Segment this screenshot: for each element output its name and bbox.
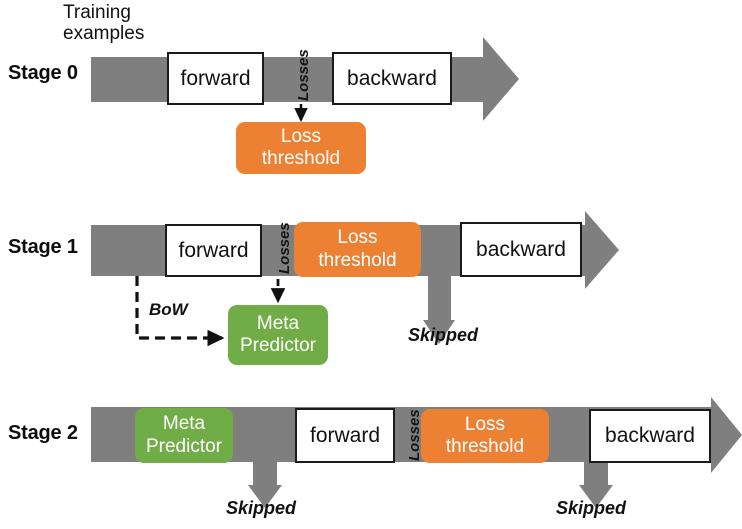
stage-0-forward-box[interactable]: forward — [167, 52, 264, 105]
stage-0-pipeline-arrowhead — [483, 37, 519, 121]
stage-2-pipeline-arrowhead — [711, 397, 742, 473]
stage-1-label: Stage 1 — [8, 236, 78, 258]
stage-2-skipped-label-2: Skipped — [556, 498, 627, 518]
stage-2-loss-threshold-line2: threshold — [445, 436, 525, 457]
training-examples-caption: Training examples — [63, 2, 145, 45]
stage-0-losses-label: Losses — [295, 49, 312, 101]
stage-2-skipped-label-1: Skipped — [226, 498, 297, 518]
stage-0-forward-label: forward — [180, 66, 251, 90]
stage-1-meta-predictor-box[interactable]: Meta Predictor — [228, 305, 328, 365]
stage-0-label: Stage 0 — [8, 62, 78, 84]
stage-2-meta-predictor-line2: Predictor — [145, 435, 223, 457]
stage-1-skipped-label: Skipped — [408, 325, 479, 345]
stage-0-backward-label: backward — [347, 66, 437, 90]
stage-0-loss-threshold-line1: Loss — [280, 125, 322, 147]
stage-0-loss-threshold-box[interactable]: Loss threshold — [236, 122, 366, 174]
stage-1-backward-label: backward — [476, 237, 566, 261]
stage-1-meta-predictor-line2: Predictor — [239, 335, 317, 356]
stage-1-pipeline-arrowhead — [585, 211, 619, 289]
stage-2-loss-threshold-box[interactable]: Loss threshold — [421, 409, 549, 463]
stage-1-losses-label: Losses — [276, 222, 293, 274]
stage-1-forward-label: forward — [178, 238, 249, 262]
stage-1-skipped-arrow-shaft — [428, 252, 451, 324]
stage-2-meta-predictor-line1: Meta — [162, 413, 206, 435]
stage-1-backward-box[interactable]: backward — [460, 222, 582, 277]
stage-2-meta-predictor-box[interactable]: Meta Predictor — [135, 408, 233, 463]
stage-2-skipped-arrow-1-shaft — [253, 437, 277, 490]
stage-0-loss-threshold-line2: threshold — [261, 148, 341, 169]
stage-2-backward-box[interactable]: backward — [589, 409, 711, 463]
stage-2-forward-box[interactable]: forward — [295, 408, 395, 463]
stage-1-loss-threshold-line1: Loss — [337, 227, 378, 249]
stage-2-skipped-arrow-2-head — [579, 485, 613, 508]
stage-2-forward-label: forward — [309, 423, 381, 447]
stage-1-meta-predictor-line1: Meta — [256, 312, 300, 334]
stage-0-backward-box[interactable]: backward — [332, 52, 452, 105]
stage-1-bow-label: BoW — [149, 300, 188, 319]
stage-1-loss-threshold-box[interactable]: Loss threshold — [294, 222, 421, 277]
stage-2-skipped-arrow-1-head — [248, 485, 282, 508]
stage-1-forward-box[interactable]: forward — [165, 224, 262, 277]
stage-2-loss-threshold-line1: Loss — [464, 413, 506, 435]
stage-2-backward-label: backward — [605, 424, 695, 447]
stage-1-skipped-arrow-head — [423, 320, 455, 344]
stage-1-loss-threshold-line2: threshold — [318, 249, 397, 271]
stage-2-label: Stage 2 — [8, 422, 78, 444]
